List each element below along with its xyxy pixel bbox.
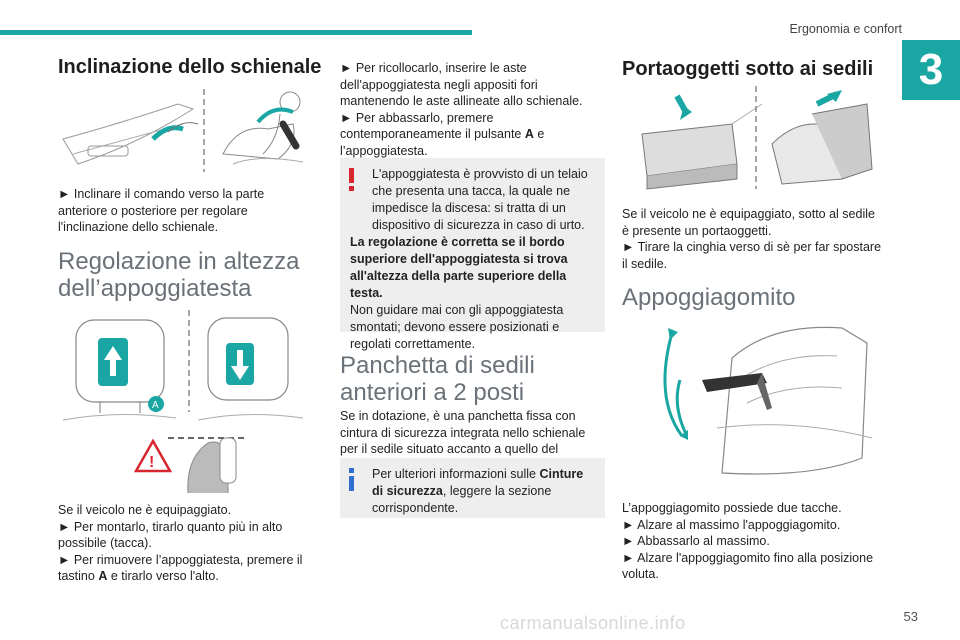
- chapter-tab: 3: [902, 40, 960, 100]
- header-accent-bar: [0, 30, 472, 35]
- title-armrest: Appoggiagomito: [622, 284, 796, 311]
- title-under-seat-storage: Portaoggetti sotto ai sedili: [622, 58, 874, 80]
- text-line: ► Alzare al massimo l'appoggiagomito.: [622, 517, 841, 532]
- warning-bold-text: La regolazione è corretta se il bordo su…: [350, 235, 568, 300]
- warning-text: Non guidare mai con gli appoggiatesta sm…: [350, 303, 564, 351]
- text-line: ► Per ricollocarlo, inserire le aste del…: [340, 61, 583, 108]
- text-line: ► Per montarlo, tirarlo quanto più in al…: [58, 519, 283, 551]
- title-line-2: anteriori a 2 posti: [340, 379, 525, 406]
- title-line-1: Panchetta di sedili: [340, 352, 535, 379]
- title-bench-seat: Panchetta di sedili anteriori a 2 posti: [340, 352, 535, 406]
- text-line: L’appoggiagomito possiede due tacche.: [622, 501, 842, 515]
- recline-illustration: [62, 89, 304, 172]
- warning-box: L'appoggiatesta è provvisto di un telaio…: [340, 158, 605, 351]
- title-seat-recline: Inclinazione dello schienale: [58, 56, 322, 78]
- info-text-b: , leggere la sezione corrispondente.: [372, 484, 552, 515]
- text-storage: Se il veicolo ne è equipaggiato, sotto a…: [622, 206, 884, 272]
- text-armrest: L’appoggiagomito possiede due tacche. ► …: [622, 500, 884, 583]
- section-label: Ergonomia e confort: [789, 22, 902, 36]
- armrest-illustration: [663, 326, 873, 475]
- info-text-a: Per ulteriori informazioni sulle: [372, 467, 540, 481]
- text-line: Se il veicolo ne è equipaggiato.: [58, 503, 232, 517]
- watermark: carmanualsonline.info: [500, 613, 686, 633]
- bold-a: A: [524, 127, 534, 141]
- text-line: Se il veicolo ne è equipaggiato, sotto a…: [622, 207, 875, 238]
- text-recline: ► Inclinare il comando verso la parte an…: [58, 187, 265, 234]
- text-headrest-refit: ► Per ricollocarlo, inserire le aste del…: [340, 60, 605, 159]
- text-line: ► Per rimuovere l’appoggiatesta, premere…: [58, 552, 303, 584]
- title-headrest-height: Regolazione in altezza dell’appoggiatest…: [58, 248, 300, 302]
- warning-icon: [349, 168, 354, 191]
- text-line: ► Alzare l'appoggiagomito fino alla posi…: [622, 550, 874, 582]
- title-line-1: Regolazione in altezza: [58, 248, 300, 275]
- text-line: e tirarlo verso l'alto.: [107, 569, 219, 583]
- headrest-illustration: A !: [62, 310, 304, 494]
- text-line: e l’appoggiatesta.: [340, 127, 545, 158]
- svg-text:!: !: [149, 454, 154, 471]
- bold-a: A: [98, 569, 108, 583]
- page-number: 53: [903, 609, 918, 624]
- info-text: Per ulteriori informazioni sulle Cinture…: [350, 466, 595, 517]
- info-box: Per ulteriori informazioni sulle Cinture…: [340, 458, 605, 518]
- title-line-2: dell’appoggiatesta: [58, 275, 252, 302]
- storage-illustration: [641, 86, 873, 190]
- text-headrest: Se il veicolo ne è equipaggiato. ► Per m…: [58, 502, 308, 585]
- label-a: A: [152, 400, 159, 411]
- text-line: ► Abbassarlo al massimo.: [622, 534, 770, 548]
- info-link-seatbelts: Cinture di sicurezza: [372, 467, 584, 498]
- info-icon: [349, 468, 354, 491]
- text-line: ► Per abbassarlo, premere contemporaneam…: [340, 110, 525, 142]
- warning-text: L'appoggiatesta è provvisto di un telaio…: [372, 167, 588, 232]
- text-line: ► Tirare la cinghia verso di sè per far …: [622, 240, 882, 271]
